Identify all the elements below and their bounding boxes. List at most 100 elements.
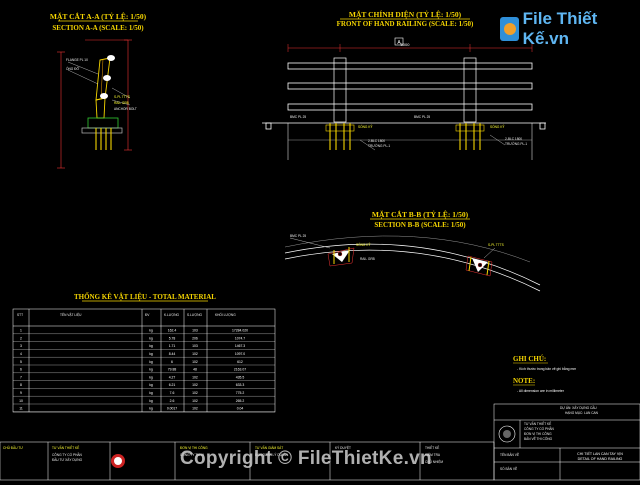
material-cell-c3: 265.2: [236, 399, 245, 403]
svg-text:ĐƠN VỊ THI CÔNG: ĐƠN VỊ THI CÔNG: [180, 445, 208, 450]
svg-text:ĐẦU TƯ XÂY DỰNG: ĐẦU TƯ XÂY DỰNG: [52, 458, 83, 462]
svg-text:TRƯỜNG PL-1: TRƯỜNG PL-1: [505, 141, 527, 146]
svg-text:CÔNG TY TNHH: CÔNG TY TNHH: [180, 452, 205, 457]
material-cell-c3: 1467.3: [235, 344, 245, 348]
bb-anchor-left: [327, 247, 355, 267]
svg-text:KÝ DUYỆT: KÝ DUYỆT: [335, 445, 351, 450]
svg-text:BMC PL 25: BMC PL 25: [290, 234, 306, 238]
notes-block: GHI CHÚ: - Kích thước trong bản vẽ ghi b…: [513, 355, 576, 393]
section-bb-title-en: SECTION B-B (SCALE: 1/50): [374, 221, 466, 229]
front-view: MẶT CHÍNH DIỆN (TỶ LỆ: 1/50) FRONT OF HA…: [262, 9, 546, 160]
material-cell-c2: 102: [192, 383, 198, 387]
svg-text:TƯ VẤN GIÁM SÁT: TƯ VẤN GIÁM SÁT: [255, 446, 283, 450]
svg-text:TƯ VẤN THIẾT KẾ: TƯ VẤN THIẾT KẾ: [524, 421, 551, 426]
material-cell-c2: 102: [192, 360, 198, 364]
svg-text:BMC PL 25: BMC PL 25: [414, 115, 430, 119]
svg-text:ANCHOR BOLT: ANCHOR BOLT: [114, 107, 137, 111]
material-cell-unit: kg: [149, 329, 153, 333]
svg-text:BẢN VẼ THI CÔNG: BẢN VẼ THI CÔNG: [524, 436, 553, 441]
logo-text: File Thiết Kế.vn: [522, 9, 598, 48]
material-cell-c2: 102: [192, 352, 198, 356]
material-cell-c3: 1074.7: [235, 336, 245, 340]
svg-text:TRƯỜNG PL-1: TRƯỜNG PL-1: [368, 143, 390, 148]
material-cell-unit: kg: [149, 375, 153, 379]
material-cell-c1: 7.6: [170, 391, 175, 395]
svg-text:CÔNG TY CỔ PHẦN: CÔNG TY CỔ PHẦN: [52, 452, 83, 457]
svg-text:SỐNG KỸ: SỐNG KỸ: [358, 124, 373, 129]
bottom-strip: CHỦ ĐẦU TƯ TƯ VẤN THIẾT KẾ ĐƠN VỊ THI CÔ…: [0, 441, 495, 481]
svg-text:TÊN BẢN VẼ: TÊN BẢN VẼ: [500, 452, 519, 457]
ghichu-line: - Kích thước trong bản vẽ ghi bằng mm: [517, 366, 576, 371]
material-cell-unit: kg: [149, 360, 153, 364]
material-cell-no: 4: [20, 352, 22, 356]
material-cell-unit: kg: [149, 391, 153, 395]
svg-text:CÔNG TY CỔ PHẦN: CÔNG TY CỔ PHẦN: [524, 426, 555, 431]
material-cell-c1: 1.71: [169, 344, 176, 348]
material-cell-c1: 6.21: [169, 383, 176, 387]
material-cell-no: 5: [20, 360, 22, 364]
copyright-watermark: Copyright © FileThietKe.vn: [180, 448, 432, 469]
material-cell-c1: 6: [171, 360, 173, 364]
svg-text:CHỦ ĐẦU TƯ: CHỦ ĐẦU TƯ: [3, 445, 23, 450]
svg-text:SỐNG KỸ: SỐNG KỸ: [356, 242, 371, 247]
material-cell-c1: 2.6: [170, 399, 175, 403]
drawing-name-vn: CHI TIẾT LAN CAN TAY VỊN: [577, 451, 623, 456]
title-block: DỰ ÁN: XÂY DỰNG CẦU HẠNG MỤC: LAN CAN TƯ…: [493, 403, 640, 481]
front-title-en: FRONT OF HAND RAILING (SCALE: 1/50): [337, 20, 474, 28]
material-cell-no: 3: [20, 344, 22, 348]
material-cell-c3: 612: [237, 360, 243, 364]
site-logo: File Thiết Kế.vn: [500, 9, 640, 48]
material-cell-no: 6: [20, 368, 22, 372]
note-title: NOTE:: [513, 377, 535, 385]
material-cell-c3: 17284.020: [232, 329, 248, 333]
svg-text:S.LƯỢNG: S.LƯỢNG: [187, 313, 203, 317]
material-cell-no: 10: [19, 399, 23, 403]
material-cell-unit: kg: [149, 399, 153, 403]
svg-text:KIỂM TRA: KIỂM TRA: [425, 452, 441, 457]
bb-anchor-right: [465, 255, 493, 277]
svg-text:FLANGE PL 10: FLANGE PL 10: [66, 58, 88, 62]
section-aa-title-vn: MẶT CẮT A-A (TỶ LỆ: 1/50): [50, 11, 147, 21]
material-cell-c1: 162.4: [168, 329, 177, 333]
svg-text:STT: STT: [17, 313, 23, 317]
material-cell-c3: 0.04: [237, 407, 244, 411]
svg-text:TƯ VẤN THIẾT KẾ: TƯ VẤN THIẾT KẾ: [52, 445, 79, 450]
material-cell-no: 7: [20, 375, 22, 379]
material-cell-c3: 1097.0: [235, 352, 245, 356]
svg-text:KHỐI LƯỢNG: KHỐI LƯỢNG: [215, 312, 236, 317]
material-cell-c3: 775.2: [236, 391, 245, 395]
material-cell-no: 2: [20, 336, 22, 340]
svg-text:SỐ BẢN VẼ: SỐ BẢN VẼ: [500, 466, 517, 471]
material-cell-unit: kg: [149, 352, 153, 356]
material-cell-unit: kg: [149, 368, 153, 372]
material-cell-c2: 102: [192, 375, 198, 379]
material-cell-unit: kg: [149, 344, 153, 348]
svg-text:K.LƯỢNG: K.LƯỢNG: [164, 313, 180, 317]
material-cell-c2: 102: [192, 407, 198, 411]
material-cell-c2: 103: [192, 329, 198, 333]
section-bb-view: MẶT CẮT B-B (TỶ LỆ: 1/50) SECTION B-B (S…: [284, 209, 541, 292]
svg-text:2-BLC 1800: 2-BLC 1800: [368, 139, 385, 143]
material-cell-c3: 2163.07: [234, 368, 246, 372]
material-cell-c1: 8.44: [169, 352, 176, 356]
drawing-name-en: DETAIL OF HAND RAILING: [578, 457, 623, 461]
svg-text:ĐV: ĐV: [145, 313, 150, 317]
material-cell-no: 8: [20, 383, 22, 387]
ghichu-title: GHI CHÚ:: [513, 355, 546, 363]
section-aa-title-en: SECTION A-A (SCALE: 1/50): [52, 24, 144, 32]
material-cell-unit: kg: [149, 407, 153, 411]
svg-text:BMC PL 25: BMC PL 25: [290, 115, 306, 119]
material-cell-c1: 5.78: [169, 336, 176, 340]
material-cell-c2: 103: [192, 344, 198, 348]
svg-text:S-PL TTTS: S-PL TTTS: [488, 243, 504, 247]
svg-text:CHỦ NHIỆM: CHỦ NHIỆM: [425, 459, 443, 464]
material-cell-no: 9: [20, 391, 22, 395]
svg-text:THIẾT KẾ: THIẾT KẾ: [425, 445, 439, 450]
material-cell-c3: 435.5: [236, 375, 245, 379]
material-cell-c2: 102: [192, 399, 198, 403]
svg-text:BAN QUẢN LÝ DỰ ÁN: BAN QUẢN LÝ DỰ ÁN: [255, 452, 288, 457]
svg-text:TÊN VẬT LIỆU: TÊN VẬT LIỆU: [60, 312, 82, 317]
logo-icon: [500, 17, 519, 41]
